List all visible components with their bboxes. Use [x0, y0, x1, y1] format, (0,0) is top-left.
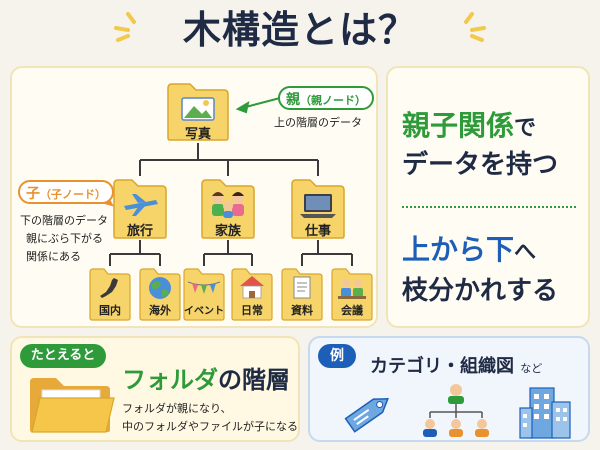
parent-node-badge: 親（親ノード）	[278, 86, 374, 110]
badge-main: 親	[286, 92, 300, 108]
root-folder: 写真	[166, 80, 230, 142]
folder-label: 国内	[99, 304, 121, 317]
child-node-note-3: 関係にある	[26, 250, 81, 263]
leaf-folder-overseas: 海外	[138, 266, 182, 322]
summary-text: で	[514, 116, 537, 141]
office-building-icon	[519, 387, 571, 439]
folder-example-panel: たとえると フォルダの階層 フォルダが親になり、 中のフォルダやファイルが子にな…	[10, 336, 300, 442]
tree-diagram-panel: 写真 親（親ノード） 上の階層のデータ 子（子ノード） 下の階層のデータ 親にぶ…	[10, 66, 378, 328]
folder-example-desc-2: 中のフォルダやファイルが子になる	[122, 420, 298, 433]
child-node-note-2: 親にぶら下がる	[26, 232, 103, 245]
folder-example-heading: フォルダの階層	[122, 360, 290, 395]
price-tag-icon	[344, 398, 389, 433]
heading-text: カテゴリ・組織図	[370, 356, 514, 377]
sparkle-icon	[114, 12, 136, 42]
heading-suffix: など	[520, 362, 543, 375]
page-title: 木構造とは？	[182, 8, 417, 52]
folder-label: 会議	[341, 304, 363, 317]
folder-label: 旅行	[126, 224, 153, 239]
example-tag: たとえると	[20, 344, 106, 368]
badge-sub: （親ノード）	[300, 94, 366, 107]
folder-label: イベント	[184, 306, 224, 317]
example-tag: 例	[318, 344, 356, 368]
parent-node-note: 上の階層のデータ	[274, 116, 362, 129]
leaf-folder-event: イベント	[182, 266, 226, 322]
child-node-badge: 子（子ノード）	[18, 180, 114, 204]
child-folder-travel: 旅行	[112, 176, 168, 240]
summary-divider	[402, 206, 576, 208]
summary-panel: 親子関係で データを持つ 上から下へ 枝分かれする	[386, 66, 590, 328]
child-node-note-1: 下の階層のデータ	[20, 214, 108, 227]
summary-line-4: 枝分かれする	[402, 276, 559, 306]
highlight-text: 上から下	[402, 233, 515, 266]
summary-line-2: データを持つ	[402, 150, 559, 180]
summary-line-3: 上から下へ	[402, 228, 536, 268]
leaf-folder-meeting: 会議	[330, 266, 374, 322]
folder-label: 資料	[291, 304, 313, 317]
leaf-folder-daily: 日常	[230, 266, 274, 322]
folder-label: 海外	[149, 304, 171, 317]
leaf-folder-documents: 資料	[280, 266, 324, 322]
badge-main: 子	[26, 186, 40, 202]
other-example-heading: カテゴリ・組織図 など	[370, 352, 542, 378]
highlight-text: 親子関係	[402, 109, 515, 142]
child-folder-work: 仕事	[290, 176, 346, 240]
sparkle-icon	[464, 12, 486, 42]
summary-text: へ	[514, 240, 537, 265]
child-folder-family: 家族	[200, 176, 256, 240]
folder-label: 写真	[184, 127, 211, 142]
folder-example-desc-1: フォルダが親になり、	[122, 402, 232, 415]
leaf-folder-domestic: 国内	[88, 266, 132, 322]
highlight-text: フォルダ	[122, 366, 218, 394]
folder-label: 仕事	[304, 224, 331, 239]
folder-label: 家族	[214, 224, 241, 239]
heading-text: の階層	[218, 366, 290, 394]
open-folder-icon	[30, 378, 115, 433]
summary-line-1: 親子関係で	[402, 104, 536, 144]
badge-sub: （子ノード）	[40, 188, 106, 201]
org-chart-icon	[423, 384, 489, 437]
folder-label: 日常	[241, 304, 263, 317]
other-example-panel: 例 カテゴリ・組織図 など	[308, 336, 590, 442]
